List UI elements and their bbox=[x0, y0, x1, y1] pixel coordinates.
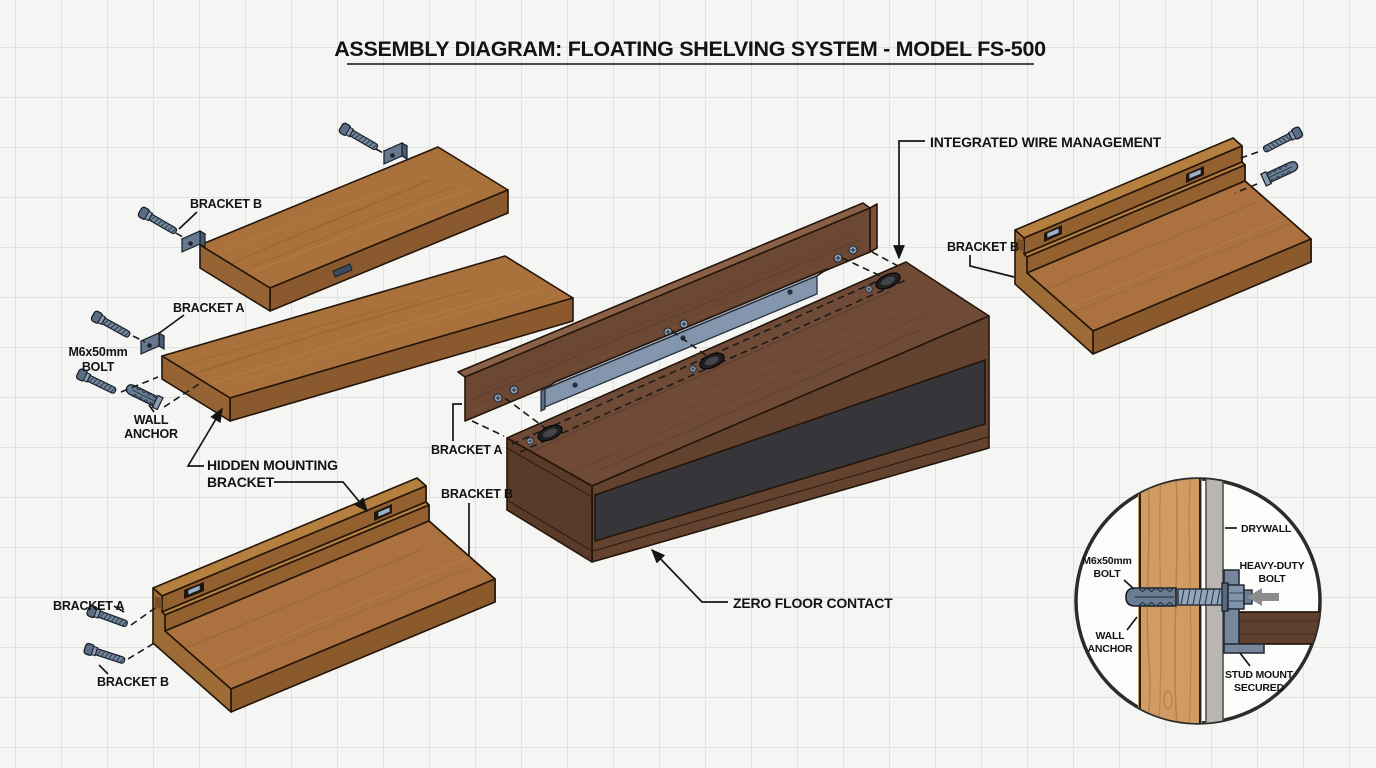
dash-bolt-2 bbox=[120, 376, 159, 393]
dash-screw-3 bbox=[841, 257, 884, 278]
leader-inset-wall-anchor bbox=[1126, 616, 1138, 631]
label-hidden-bracket-2: BRACKET bbox=[207, 474, 275, 490]
wall-mount-detail-inset: DRYWALL M6x50mm BOLT HEAVY-DUTY BOLT WAL… bbox=[1074, 477, 1322, 725]
dash-bolt-upper-1 bbox=[375, 148, 386, 155]
leader-hidden-bracket-down bbox=[274, 481, 368, 513]
label-bracket-b-left: BRACKET B bbox=[97, 675, 169, 689]
leader-hidden-bracket-up bbox=[186, 407, 223, 467]
leader-wire-management bbox=[893, 140, 925, 260]
cleat-shelf-left bbox=[82, 477, 496, 713]
leader-wall-anchor bbox=[148, 404, 155, 413]
label-hidden-bracket-1: HIDDEN MOUNTING bbox=[207, 457, 338, 473]
leader-bracket-a-left bbox=[113, 605, 125, 613]
cleat-shelf-right bbox=[1014, 125, 1312, 355]
dash-panel-box bbox=[471, 420, 505, 437]
board-upper-grain bbox=[211, 179, 471, 282]
label-inset-m6-1: M6x50mm bbox=[1082, 555, 1131, 567]
grommet-screw bbox=[865, 285, 873, 293]
panel-screw bbox=[509, 385, 519, 395]
label-heavy-duty-1: HEAVY-DUTY bbox=[1240, 560, 1305, 572]
insert-direction-arrow bbox=[1247, 588, 1279, 606]
rail-slot-2 bbox=[374, 504, 392, 521]
label-stud-mount-1: STUD MOUNT bbox=[1225, 669, 1294, 681]
label-bracket-a-left: BRACKET A bbox=[53, 599, 125, 613]
wire-grommet-3 bbox=[875, 272, 901, 290]
label-wall-anchor-1: WALL bbox=[134, 413, 169, 427]
stud-mount-bracket bbox=[1223, 569, 1320, 654]
label-wire-management: INTEGRATED WIRE MANAGEMENT bbox=[930, 134, 1162, 150]
dash-screw-1 bbox=[504, 397, 546, 429]
dash-bracket-b-left bbox=[127, 641, 157, 660]
rail-slot-right-2 bbox=[1186, 166, 1204, 183]
wire-grommet-1 bbox=[537, 424, 563, 442]
leader-inset-m6 bbox=[1123, 579, 1135, 590]
rail-slot-right-1 bbox=[1044, 225, 1062, 242]
grommet-screw bbox=[526, 437, 534, 445]
label-inset-wall-anchor-1: WALL bbox=[1096, 630, 1126, 642]
leader-bracket-a-upper bbox=[157, 314, 185, 335]
shelf-right-grain bbox=[1039, 202, 1301, 323]
label-m6-bolt-1: M6x50mm bbox=[68, 345, 127, 359]
dash-anchor bbox=[163, 383, 200, 408]
panel-screw bbox=[833, 253, 843, 263]
shelf-left-grain bbox=[179, 549, 473, 681]
dash-screw-4 bbox=[871, 251, 899, 267]
mounting-back-panel bbox=[457, 202, 878, 422]
dash-anchor-right bbox=[1234, 183, 1258, 194]
dash-bracket-a bbox=[132, 335, 146, 343]
label-drywall: DRYWALL bbox=[1241, 523, 1292, 535]
metal-cleat-rail bbox=[540, 268, 828, 412]
inset-callouts: DRYWALL M6x50mm BOLT HEAVY-DUTY BOLT WAL… bbox=[1082, 523, 1305, 694]
leader-zero-floor bbox=[650, 548, 728, 603]
leader-stud-mount bbox=[1239, 652, 1251, 667]
board-lower-grain bbox=[174, 289, 541, 390]
cleat-channel-notch-right bbox=[1017, 238, 1024, 252]
dash-screw-2 bbox=[671, 330, 708, 357]
wire-grommet-2 bbox=[699, 352, 725, 370]
label-wall-anchor-2: ANCHOR bbox=[124, 427, 178, 441]
panel-screw bbox=[848, 245, 858, 255]
leader-bracket-a-center bbox=[452, 403, 462, 441]
grommet-screw bbox=[689, 365, 697, 373]
label-zero-floor: ZERO FLOOR CONTACT bbox=[733, 595, 893, 611]
label-inset-m6-2: BOLT bbox=[1094, 568, 1122, 580]
shelf-board-upper bbox=[136, 121, 509, 312]
label-heavy-duty-2: BOLT bbox=[1259, 573, 1287, 585]
panel-screw bbox=[493, 393, 503, 403]
dash-bolt-right bbox=[1237, 151, 1259, 160]
leader-bracket-b-right bbox=[969, 255, 1015, 278]
hex-nut bbox=[1227, 584, 1245, 610]
hidden-clip bbox=[332, 263, 353, 278]
washer bbox=[1221, 582, 1229, 612]
inset-bolt-assembly bbox=[1125, 582, 1253, 612]
page-title: ASSEMBLY DIAGRAM: FLOATING SHELVING SYST… bbox=[334, 37, 1046, 61]
label-bracket-b-center: BRACKET B bbox=[441, 487, 513, 501]
main-shelf-box bbox=[471, 251, 990, 563]
callouts: BRACKET B BRACKET A M6x50mm BOLT WALL AN… bbox=[53, 134, 1162, 689]
label-bracket-b-upper: BRACKET B bbox=[190, 197, 262, 211]
dash-bolt-upper-2 bbox=[175, 232, 187, 240]
leader-bracket-b-upper bbox=[178, 211, 198, 230]
label-bracket-a-center: BRACKET A bbox=[431, 443, 503, 457]
dash-bracket-a-left bbox=[130, 605, 159, 626]
label-inset-wall-anchor-2: ANCHOR bbox=[1088, 643, 1133, 655]
label-m6-bolt-2: BOLT bbox=[82, 360, 115, 374]
label-stud-mount-2: SECURED bbox=[1234, 682, 1285, 694]
label-bracket-b-right: BRACKET B bbox=[947, 240, 1019, 254]
cleat-channel-notch bbox=[155, 596, 162, 610]
title-block: ASSEMBLY DIAGRAM: FLOATING SHELVING SYST… bbox=[334, 37, 1046, 65]
label-bracket-a-upper: BRACKET A bbox=[173, 301, 245, 315]
shelf-board-lower bbox=[74, 255, 574, 422]
panel-grain bbox=[469, 231, 867, 413]
rail-slot-1 bbox=[184, 582, 204, 599]
leader-bracket-b-left bbox=[98, 664, 109, 675]
